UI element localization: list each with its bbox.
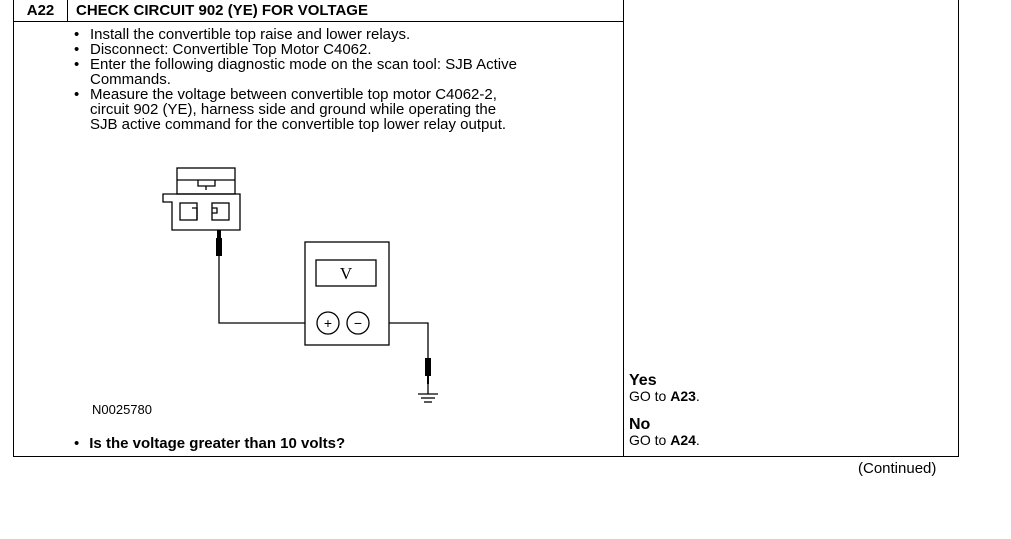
step-table-frame: [13, 0, 959, 457]
result-action-prefix: GO to: [629, 432, 671, 448]
result-action: GO to A23.: [629, 389, 700, 403]
meter-plus-label: +: [324, 315, 332, 331]
bullet-icon: •: [74, 41, 80, 58]
instruction-line: Install the convertible top raise and lo…: [90, 26, 411, 43]
result-action-suffix: .: [695, 432, 700, 448]
diagram-svg: V + −: [162, 167, 438, 403]
instruction-item: • Measure the voltage between convertibl…: [74, 87, 619, 132]
meter-minus-label: −: [354, 315, 362, 331]
result-action-suffix: .: [695, 388, 700, 404]
instruction-list: • Install the convertible top raise and …: [74, 27, 619, 132]
bullet-icon: •: [74, 435, 80, 452]
figure-id: N0025780: [92, 402, 152, 417]
column-divider: [623, 0, 624, 457]
meter-display-label: V: [340, 264, 353, 283]
result-target-link[interactable]: A24: [670, 432, 696, 448]
result-yes: Yes GO to A23.: [629, 372, 700, 404]
result-action: GO to A24.: [629, 433, 700, 447]
instruction-item: • Install the convertible top raise and …: [74, 27, 619, 42]
instruction-line: SJB active command for the convertible t…: [90, 116, 507, 133]
instruction-line: circuit 902 (YE), harness side and groun…: [90, 101, 497, 118]
result-answer: Yes: [629, 372, 657, 389]
instruction-line: Commands.: [90, 71, 171, 88]
result-target-link[interactable]: A23: [670, 388, 696, 404]
voltmeter-icon: V + −: [304, 241, 390, 346]
result-answer: No: [629, 416, 651, 433]
instruction-line: Measure the voltage between convertible …: [90, 86, 497, 103]
ground-icon: [418, 384, 438, 403]
voltage-test-diagram: V + −: [150, 160, 460, 410]
test-question: • Is the voltage greater than 10 volts?: [74, 435, 345, 452]
connector-c4062-icon: [162, 167, 241, 231]
instruction-line: Enter the following diagnostic mode on t…: [90, 56, 517, 73]
instruction-line: Disconnect: Convertible Top Motor C4062.: [90, 41, 372, 58]
result-no: No GO to A24.: [629, 416, 700, 448]
bullet-icon: •: [74, 26, 80, 43]
step-title: CHECK CIRCUIT 902 (YE) FOR VOLTAGE: [76, 2, 368, 19]
question-text: Is the voltage greater than 10 volts?: [89, 435, 346, 452]
probe-icon: [216, 230, 222, 256]
continued-label: (Continued): [858, 460, 937, 477]
bullet-icon: •: [74, 56, 80, 73]
bullet-icon: •: [74, 86, 80, 103]
instruction-item: • Enter the following diagnostic mode on…: [74, 57, 619, 87]
step-id: A22: [14, 0, 68, 21]
step-header: A22 CHECK CIRCUIT 902 (YE) FOR VOLTAGE: [13, 0, 624, 22]
ground-probe-icon: [425, 358, 431, 384]
instruction-item: • Disconnect: Convertible Top Motor C406…: [74, 42, 619, 57]
result-action-prefix: GO to: [629, 388, 671, 404]
